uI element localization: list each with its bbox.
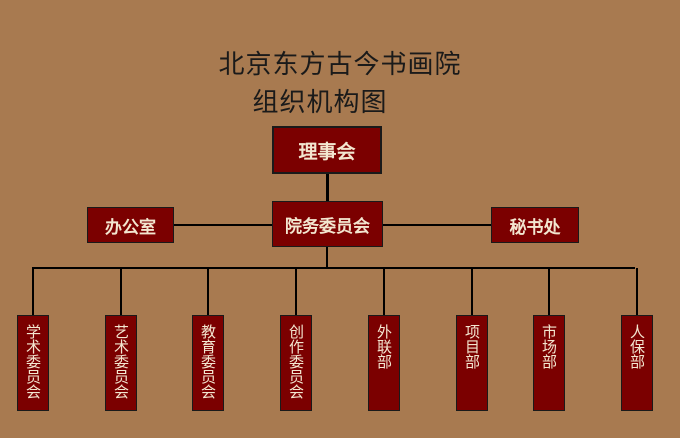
department-node: 外联部 [368,315,400,411]
connector-horizontal-bus [32,267,635,269]
node-academy-committee: 院务委员会 [272,201,383,247]
connector-center-to-right [383,224,491,226]
department-node: 学术委员会 [17,315,49,411]
connector-center-down [326,247,328,268]
node-board: 理事会 [272,126,382,174]
department-node: 艺术委员会 [105,315,137,411]
department-label: 艺术委员会 [112,324,130,399]
department-connector [120,268,122,315]
node-board-label: 理事会 [298,140,356,163]
department-connector [295,268,297,315]
department-node: 教育委员会 [192,315,224,411]
node-secretariat-label: 秘书处 [509,217,561,238]
department-label: 项目部 [463,324,481,369]
node-office-label: 办公室 [105,217,156,238]
node-secretariat: 秘书处 [491,207,579,243]
department-node: 人保部 [621,315,653,411]
department-label: 外联部 [375,324,393,369]
department-label: 学术委员会 [24,324,42,399]
department-node: 项目部 [456,315,488,411]
department-label: 人保部 [628,324,646,369]
department-label: 市场部 [540,324,558,369]
department-connector [383,268,385,315]
department-connector [207,268,209,315]
department-connector [471,268,473,315]
department-connector [636,268,638,315]
department-node: 创作委员会 [280,315,312,411]
department-connector [548,268,550,315]
node-academy-committee-label: 院务委员会 [285,216,370,237]
chart-title: 北京东方古今书画院 [218,50,462,80]
department-label: 创作委员会 [287,324,305,399]
connector-left-to-center [173,224,273,226]
department-label: 教育委员会 [199,324,217,399]
connector-top-to-center [326,174,329,201]
chart-subtitle: 组织机构图 [252,88,388,118]
node-office: 办公室 [87,207,174,243]
department-connector [32,268,34,315]
department-node: 市场部 [533,315,565,411]
